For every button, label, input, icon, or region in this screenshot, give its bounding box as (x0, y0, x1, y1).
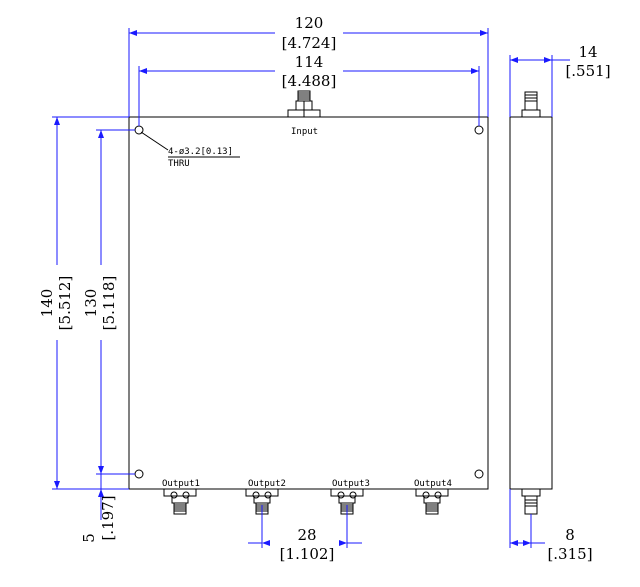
output1-label: Output1 (162, 479, 200, 489)
dimension-texts: 120 [4.724] 114 [4.488] 140 [5.512] 130 … (38, 14, 611, 563)
housing-outline (128, 116, 489, 490)
output3-label: Output3 (332, 479, 370, 489)
output-connector-4 (415, 488, 449, 515)
dim-height-overall-mm: 140 (38, 289, 56, 318)
mounting-hole-bottom-left (134, 469, 144, 479)
dim-thickness-mm: 14 (578, 43, 597, 61)
dimension-lines (52, 28, 570, 548)
dimension-arrows (54, 30, 552, 546)
dim-edge-offset-mm: 5 (80, 533, 98, 543)
side-housing-outline (509, 116, 553, 490)
dim-output-pitch-inch: [1.102] (280, 545, 335, 563)
output-connector-1 (163, 488, 197, 515)
dim-connector-offset-inch: [.315] (547, 545, 592, 563)
side-input-connector (521, 91, 541, 118)
mounting-hole-top-right (474, 125, 484, 135)
input-label: Input (291, 127, 318, 137)
front-view: Input 4-ø3.2[0.13] THRU Output1 Output2 … (128, 90, 489, 515)
dim-width-holes-mm: 114 (295, 53, 324, 71)
hole-callout-leader (140, 131, 169, 151)
dim-height-holes-mm: 130 (82, 289, 100, 318)
output-connectors (163, 488, 449, 515)
dim-thickness-inch: [.551] (565, 62, 610, 80)
dim-edge-offset-inch: [.197] (99, 495, 117, 540)
dim-connector-offset-mm: 8 (565, 526, 575, 544)
hole-note: 4-ø3.2[0.13] (168, 147, 233, 157)
dim-width-overall-inch: [4.724] (282, 34, 337, 52)
side-view (509, 91, 553, 515)
dim-height-holes-inch: [5.118] (100, 276, 118, 331)
output-connector-3 (330, 488, 364, 515)
dim-height-overall-inch: [5.512] (56, 276, 74, 331)
output2-label: Output2 (248, 479, 286, 489)
dim-output-pitch-mm: 28 (297, 526, 316, 544)
side-output-connector (521, 488, 541, 515)
output4-label: Output4 (414, 479, 452, 489)
input-connector (287, 90, 321, 118)
mounting-hole-bottom-right (474, 469, 484, 479)
dim-width-overall-mm: 120 (295, 14, 324, 32)
hole-note-thru: THRU (168, 159, 190, 169)
dim-width-holes-inch: [4.488] (282, 72, 337, 90)
